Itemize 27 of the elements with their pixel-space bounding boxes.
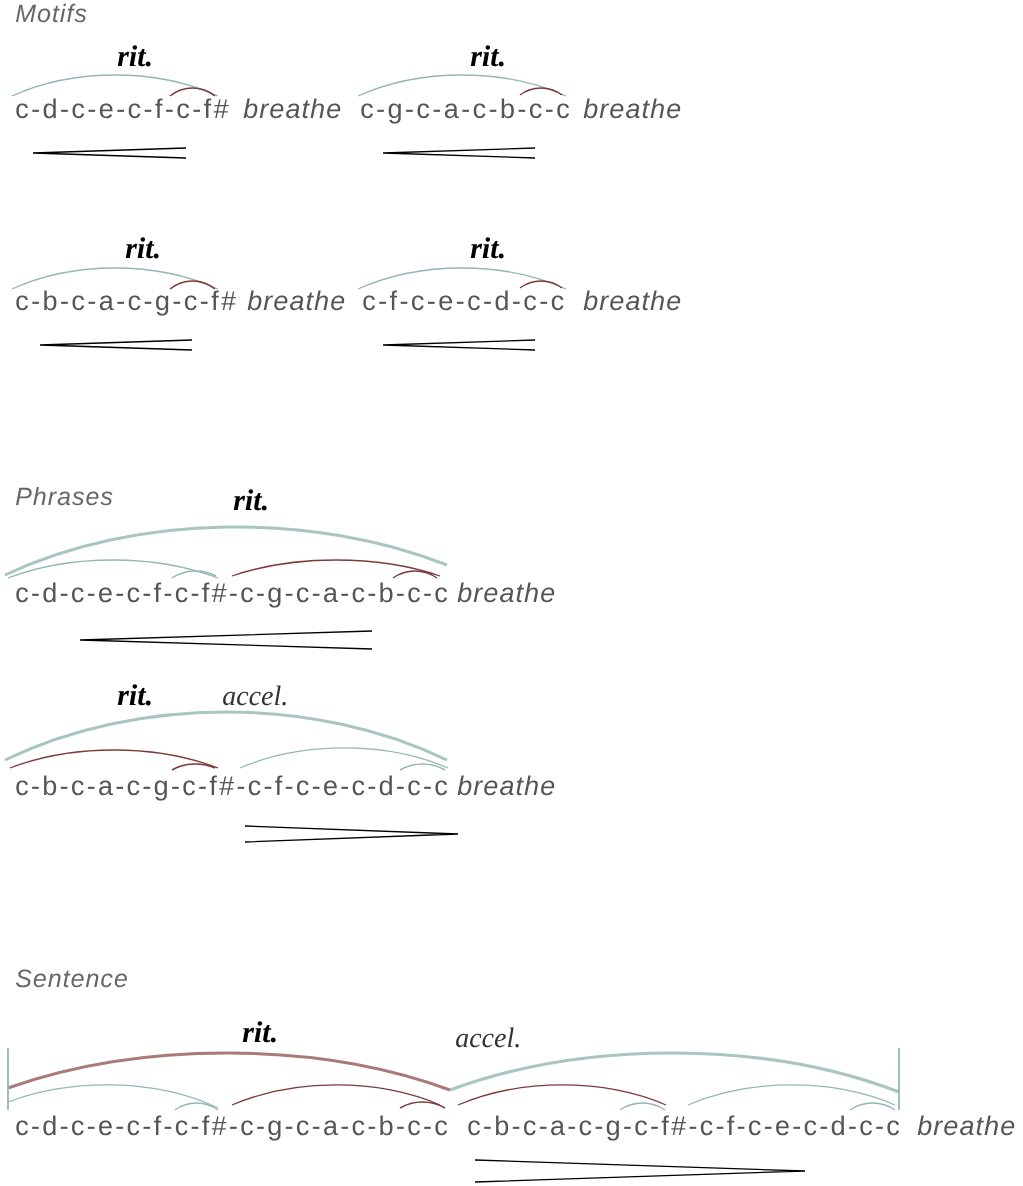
note-sequence: c-b-c-a-c-g-c-f#-c-f-c-e-c-d-c-c <box>16 775 448 801</box>
tempo-marking: rit. <box>470 237 504 259</box>
tempo-marking: rit. <box>125 237 159 259</box>
note-sequence: c-d-c-e-c-f-c-f# <box>16 98 229 119</box>
section-heading: Motifs <box>15 3 87 23</box>
note-sequence: c-d-c-e-c-f-c-f#-c-g-c-a-c-b-c-c <box>16 1115 448 1141</box>
tempo-marking: rit. <box>233 489 267 511</box>
performance-direction: breathe <box>457 775 555 796</box>
tempo-marking: accel. <box>456 1027 519 1048</box>
note-sequence: c-g-c-a-c-b-c-c <box>361 98 569 124</box>
section-heading: Phrases <box>15 486 113 506</box>
note-sequence: c-f-c-e-c-d-c-c <box>363 290 564 311</box>
performance-direction: breathe <box>457 582 555 603</box>
note-sequence: c-b-c-a-c-g-c-f#-c-f-c-e-c-d-c-c <box>468 1115 900 1141</box>
tempo-marking: rit. <box>470 45 504 67</box>
note-sequence: c-d-c-e-c-f-c-f#-c-g-c-a-c-b-c-c <box>16 582 448 608</box>
performance-direction: breathe <box>583 98 681 119</box>
performance-direction: breathe <box>917 1115 1015 1136</box>
performance-direction: breathe <box>243 98 341 119</box>
tempo-marking: rit. <box>117 45 151 67</box>
note-sequence: c-b-c-a-c-g-c-f# <box>16 290 236 316</box>
performance-direction: breathe <box>247 290 345 311</box>
tempo-marking: accel. <box>223 685 286 706</box>
tempo-marking: rit. <box>242 1021 276 1043</box>
section-heading: Sentence <box>15 969 127 988</box>
performance-direction: breathe <box>583 290 681 311</box>
tempo-marking: rit. <box>117 684 151 706</box>
